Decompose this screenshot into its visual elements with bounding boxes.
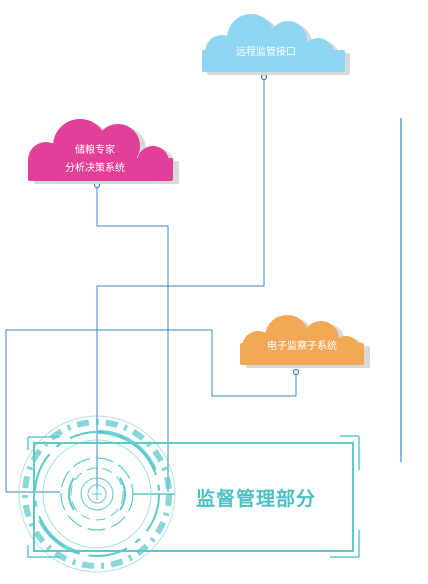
connector-expert (96, 186, 169, 492)
cloud-expert-text-line1: 储粮专家 (75, 145, 115, 156)
hub-panel (27, 435, 360, 558)
cloud-expert-text-line2: 分析决策系统 (65, 163, 125, 174)
cloud-remote (202, 14, 350, 75)
cloud-electronic-text: 电子监察子系统 (267, 341, 337, 352)
cloud-electronic-label: 电子监察子系统 (252, 338, 352, 356)
cloud-remote-label: 远程监管接口 (206, 44, 326, 62)
hub-frame (33, 442, 354, 552)
hub-title: 监督管理部分 (196, 488, 317, 510)
node-dot-remote (260, 73, 268, 81)
cloud-expert-label: 储粮专家 分析决策系统 (40, 142, 150, 178)
cloud-remote-text: 远程监管接口 (236, 47, 296, 58)
connector-electronic (5, 329, 297, 493)
connector-remote (96, 78, 265, 500)
connectors (5, 78, 297, 500)
node-dot-electronic (292, 368, 300, 376)
radar-icon (18, 415, 176, 573)
cloud-electronic (240, 315, 370, 368)
cloud-expert (28, 119, 179, 184)
